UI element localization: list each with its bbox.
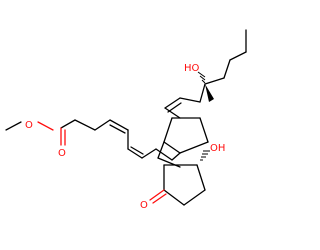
bond-a1 (74, 119, 96, 131)
ketone-oxygen-label: O (140, 200, 148, 211)
alpha-chain (74, 119, 181, 161)
bond-methyl-o (5, 121, 22, 131)
bond-a3 (109, 119, 129, 131)
ring-bond-1 (163, 141, 181, 154)
bond-ketone-2 (152, 193, 167, 204)
bond-w4 (199, 83, 206, 103)
ring-bond-2 (163, 117, 173, 143)
bond-a5 (127, 148, 143, 159)
bond-w2 (164, 97, 181, 109)
bond-w7 (229, 51, 247, 61)
ring-bond-6 (157, 141, 165, 159)
bond-w2-double (167, 102, 182, 113)
ring-hydroxyl-label: OH (210, 143, 225, 154)
chain-hydroxyl-label: HO (184, 63, 200, 74)
ring-bond-5 (179, 141, 209, 154)
bond-carbonyl-c-ch2 (60, 119, 76, 129)
bond-a5-double (130, 146, 144, 155)
bond-w6 (223, 59, 231, 79)
methyl-ester-group (5, 119, 76, 146)
ring-bond-4 (199, 117, 209, 143)
ester-oxygen-label: O (25, 120, 33, 131)
bond-w1 (164, 107, 181, 119)
omega-chain (164, 29, 247, 119)
bond-a8 (171, 152, 181, 161)
bond-ketone-1 (149, 189, 165, 201)
bond-w5 (204, 77, 225, 85)
bond-w3 (179, 97, 201, 103)
cyclopentane-ring (157, 117, 209, 168)
carbonyl-oxygen-label: O (58, 148, 66, 159)
bond-a7 (155, 148, 173, 161)
ring-oh-hashed-wedge (200, 150, 210, 161)
ring-bond-8 (163, 189, 185, 206)
ketone-group (149, 164, 206, 206)
ring-bond-10 (196, 164, 206, 191)
chain-oh-hashed-bond (197, 71, 206, 84)
bond-a6 (141, 148, 157, 159)
ring-bond-9 (183, 189, 206, 206)
molecule-structure: O O O OH HO (5, 29, 247, 211)
bond-ester-o-carbonyl-c (37, 121, 54, 131)
bond-a2 (94, 119, 111, 131)
bond-a3-double (109, 124, 126, 134)
methyl-wedge (205, 84, 214, 102)
